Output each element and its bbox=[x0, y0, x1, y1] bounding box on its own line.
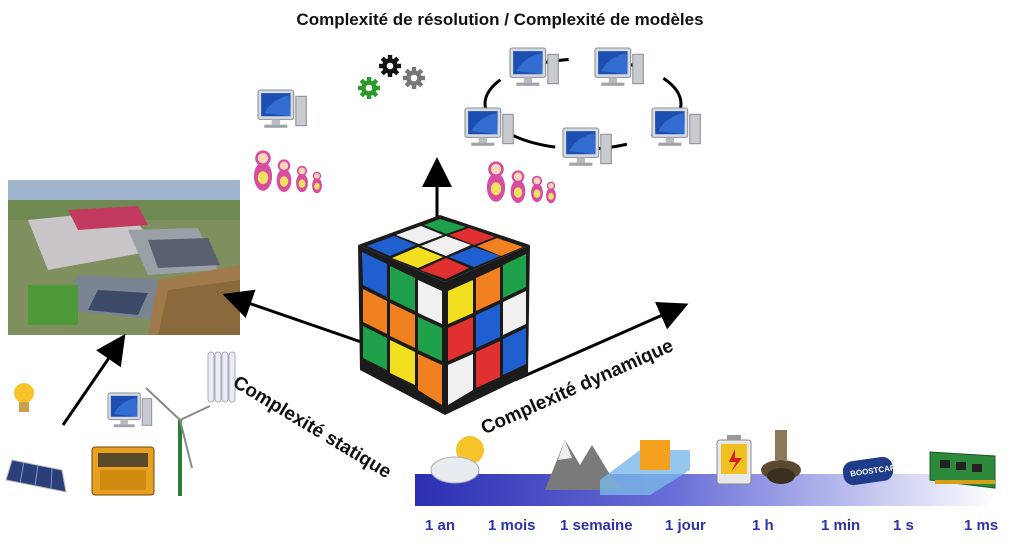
light-bulb-icon bbox=[14, 383, 34, 412]
timeline-label: 1 ms bbox=[964, 517, 999, 534]
matryoshka-icon bbox=[253, 150, 322, 194]
timeline-label: 1 mois bbox=[488, 517, 536, 534]
solar-panel-icon bbox=[5, 459, 67, 493]
computer-icon bbox=[257, 89, 307, 129]
rubiks-cube-icon bbox=[358, 215, 530, 415]
wave-icon bbox=[600, 440, 690, 495]
computer-icon bbox=[107, 392, 153, 428]
site-aerial-photo bbox=[8, 180, 240, 335]
battery-icon bbox=[716, 435, 752, 485]
gears-icon bbox=[358, 55, 425, 99]
supercapacitor-icon: BOOSTCAP bbox=[842, 456, 896, 486]
rotor-icon bbox=[761, 430, 801, 484]
timeline-label: 1 semaine bbox=[560, 517, 633, 534]
static-axis-arrow bbox=[222, 289, 371, 347]
dynamic-axis-arrow bbox=[514, 301, 689, 382]
left-diagonal-arrow bbox=[61, 334, 126, 426]
computer-network-icon bbox=[464, 47, 701, 204]
timeline-label: 1 min bbox=[821, 517, 861, 534]
sun-cloud-icon bbox=[430, 436, 484, 484]
battery-icon bbox=[91, 446, 155, 496]
timeline-label: 1 h bbox=[752, 517, 774, 534]
timeline-label: 1 jour bbox=[665, 517, 706, 534]
radiator-icon bbox=[207, 351, 236, 403]
timeline-label: 1 an bbox=[425, 517, 456, 534]
circuit-board-icon bbox=[929, 451, 996, 489]
timeline-label: 1 s bbox=[893, 517, 914, 534]
wind-turbine-icon bbox=[145, 387, 211, 496]
diagram-title: Complexité de résolution / Complexité de… bbox=[296, 10, 704, 29]
